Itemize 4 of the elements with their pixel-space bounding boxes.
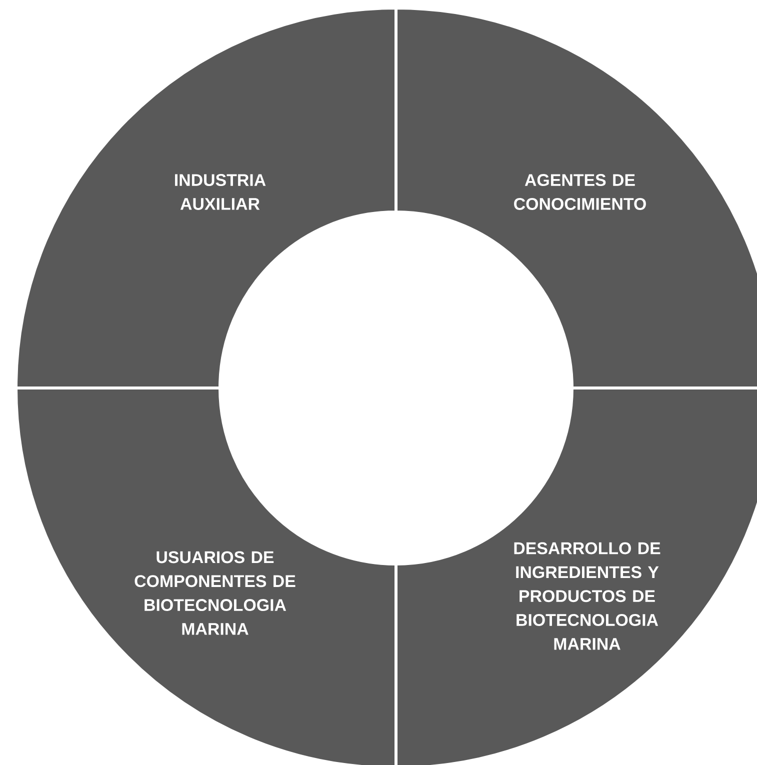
donut-segment: INDUSTRIA AUXILIAR [14, 6, 398, 390]
donut-segment: USUARIOS DE COMPONENTES DE BIOTECNOLOGIA MARINA [14, 386, 398, 765]
donut-segment: DESARROLLO DE INGREDIENTES Y PRODUCTOS DE BIOTECNOLOGIA MARINA [394, 386, 757, 765]
donut-segment: AGENTES DE CONOCIMIENTO [394, 6, 757, 390]
